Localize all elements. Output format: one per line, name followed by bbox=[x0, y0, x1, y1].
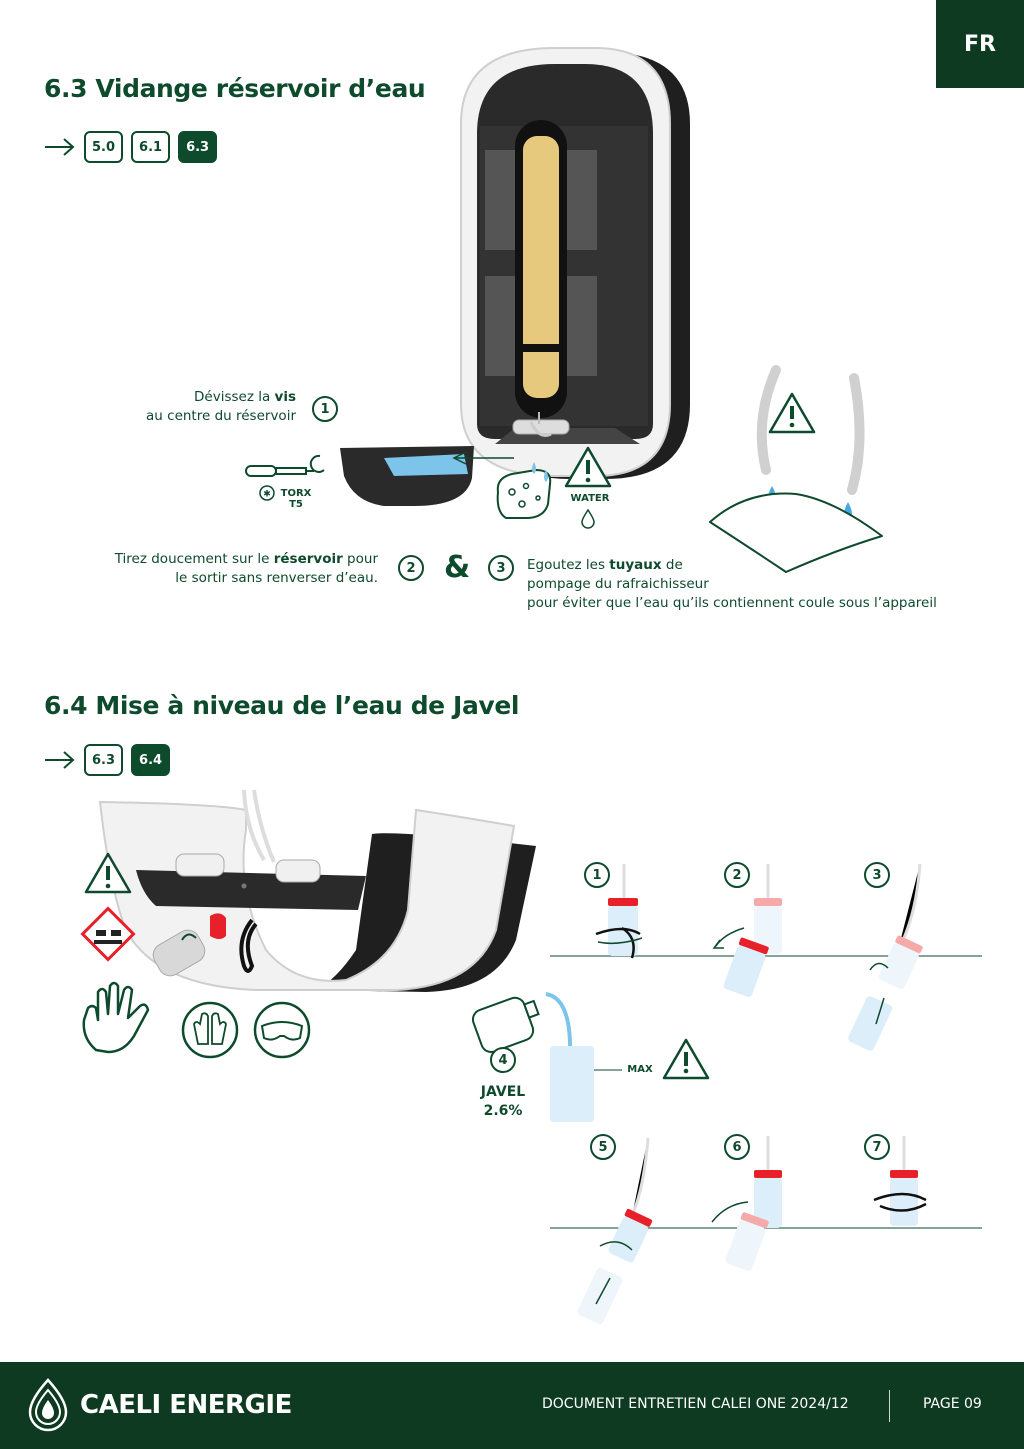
language-tab: FR bbox=[936, 0, 1024, 88]
step-number-2: 2 bbox=[398, 555, 424, 581]
prereq-chip[interactable]: 5.0 bbox=[84, 131, 124, 163]
rotate-arrow-icon bbox=[181, 933, 197, 941]
prereq-chip-current[interactable]: 6.4 bbox=[131, 744, 171, 776]
max-label: MAX bbox=[627, 1064, 653, 1075]
sponge-icon bbox=[496, 462, 552, 519]
brand-name: CAELI ENERGIE bbox=[80, 1390, 292, 1420]
rotate-arrow-icon bbox=[309, 454, 325, 473]
caeli-logo-icon bbox=[28, 1378, 68, 1432]
bottle-step-number: 2 bbox=[724, 862, 750, 888]
water-drop-icon bbox=[581, 508, 595, 529]
bottle-steps-illustration bbox=[471, 863, 982, 1325]
page-number: PAGE 09 bbox=[923, 1396, 982, 1412]
water-label: WATER bbox=[570, 493, 610, 504]
svg-text:✱: ✱ bbox=[263, 490, 271, 500]
footer-divider bbox=[889, 1390, 890, 1422]
step-number-1: 1 bbox=[312, 396, 338, 422]
tubes-towel-illustration bbox=[709, 365, 883, 573]
section-title-6-4: 6.4 Mise à niveau de l’eau de Javel bbox=[44, 691, 520, 720]
prereq-chip[interactable]: 6.1 bbox=[131, 131, 171, 163]
ampersand: & bbox=[444, 550, 471, 585]
torx-icon: ✱ bbox=[259, 485, 275, 501]
warning-icon bbox=[84, 852, 132, 894]
gloves-icon bbox=[181, 1001, 239, 1059]
prerequisites-6-4: 6.3 6.4 bbox=[44, 744, 171, 776]
bottle-step-number: 1 bbox=[584, 862, 610, 888]
device-bottom-illustration bbox=[98, 789, 536, 992]
step-number-3: 3 bbox=[488, 555, 514, 581]
corrosive-hazard-icon bbox=[80, 906, 136, 962]
footer: CAELI ENERGIE DOCUMENT ENTRETIEN CALEI O… bbox=[0, 1362, 1024, 1449]
warning-icon bbox=[564, 446, 612, 488]
torx-label: TORX T5 bbox=[280, 488, 312, 510]
prereq-chip-current[interactable]: 6.3 bbox=[178, 131, 218, 163]
hand-icon bbox=[82, 981, 150, 1054]
prereq-chip[interactable]: 6.3 bbox=[84, 744, 124, 776]
prerequisites-6-3: 5.0 6.1 6.3 bbox=[44, 131, 218, 163]
bottle-step-number: 6 bbox=[724, 1134, 750, 1160]
arrow-right-icon bbox=[45, 751, 75, 769]
arrow-right-icon bbox=[45, 138, 75, 156]
device-illustration bbox=[460, 47, 690, 479]
step2-description: Tirez doucement sur le réservoir pour le… bbox=[114, 551, 378, 586]
document-reference: DOCUMENT ENTRETIEN CALEI ONE 2024/12 bbox=[542, 1396, 849, 1412]
bottle-step-number: 3 bbox=[864, 862, 890, 888]
step1-description: Dévissez la vis au centre du réservoir bbox=[146, 389, 296, 424]
bottle-step-number: 7 bbox=[864, 1134, 890, 1160]
javel-label: JAVEL 2.6% bbox=[480, 1084, 526, 1119]
bottle-step-number: 5 bbox=[590, 1134, 616, 1160]
bottle-step-number: 4 bbox=[490, 1047, 516, 1073]
screwdriver-icon bbox=[245, 465, 314, 477]
section-title-6-3: 6.3 Vidange réservoir d’eau bbox=[44, 74, 426, 103]
step3-description: Egoutez les tuyaux de pompage du rafraic… bbox=[527, 557, 937, 611]
goggles-icon bbox=[253, 1001, 311, 1059]
tray-illustration bbox=[245, 446, 514, 506]
